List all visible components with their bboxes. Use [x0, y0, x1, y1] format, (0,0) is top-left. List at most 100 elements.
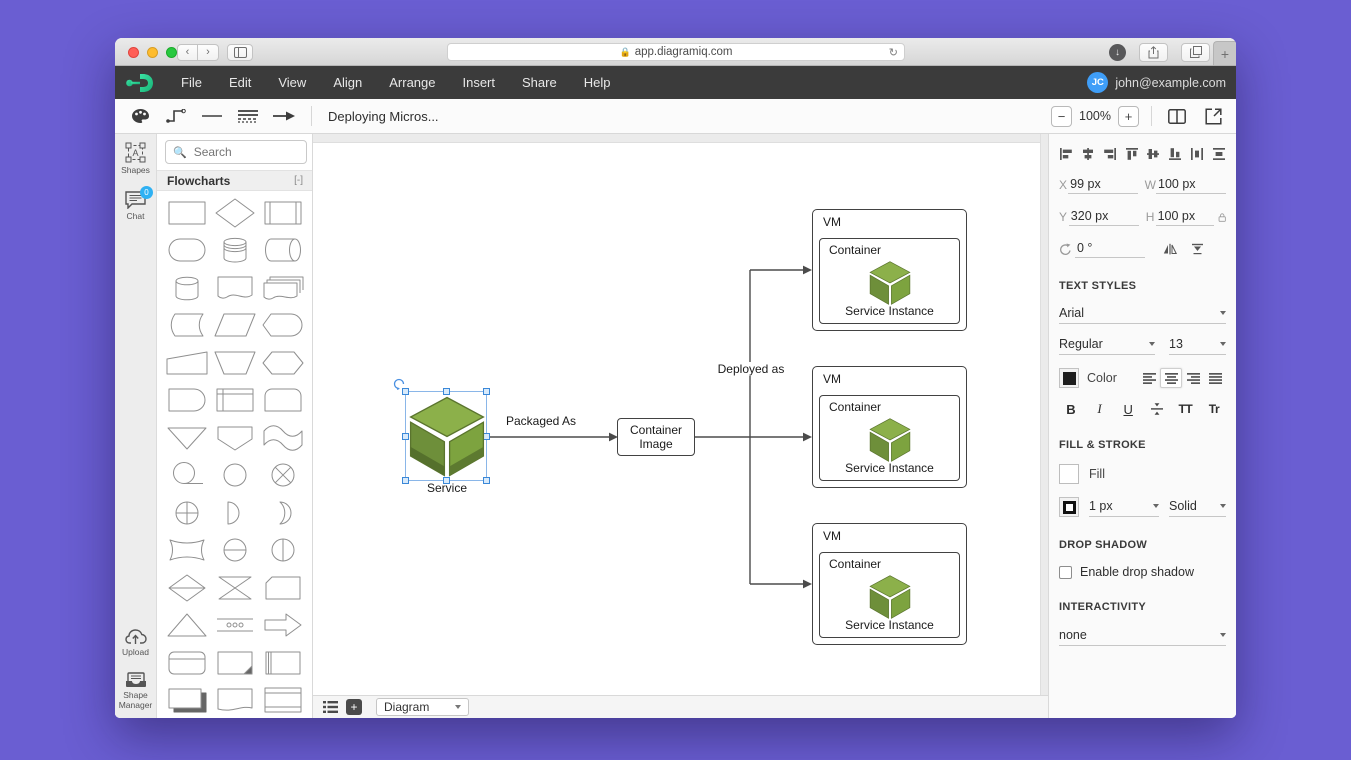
reload-icon[interactable]: ↻: [888, 46, 898, 59]
selection-box[interactable]: [402, 388, 490, 484]
shape-manual-input[interactable]: [163, 344, 211, 382]
shape-sequential-storage[interactable]: [163, 457, 211, 495]
shape-diamond[interactable]: [211, 194, 259, 232]
text-align-center-icon[interactable]: [1160, 368, 1182, 388]
lock-aspect-icon[interactable]: [1218, 211, 1226, 224]
app-logo-icon[interactable]: [125, 72, 157, 94]
downloads-button[interactable]: ↓: [1109, 43, 1126, 61]
shape-stored-data[interactable]: [163, 307, 211, 345]
text-align-justify-icon[interactable]: [1204, 368, 1226, 388]
new-tab-button[interactable]: +: [1213, 41, 1236, 66]
sidebar-toggle-button[interactable]: [227, 43, 253, 61]
shape-preparation[interactable]: [259, 344, 307, 382]
menu-edit[interactable]: Edit: [228, 75, 252, 90]
drop-shadow-checkbox[interactable]: [1059, 565, 1072, 579]
address-bar[interactable]: 🔒 app.diagramiq.com ↻: [447, 43, 905, 61]
shape-manager-button[interactable]: Shape Manager: [115, 671, 156, 710]
vertical-scrollbar[interactable]: [1040, 134, 1048, 695]
connector-style-icon[interactable]: [165, 105, 187, 127]
resize-handle[interactable]: [443, 388, 450, 395]
resize-handle[interactable]: [402, 388, 409, 395]
tabs-overview-button[interactable]: [1181, 42, 1210, 62]
shape-delay[interactable]: [163, 382, 211, 420]
resize-handle[interactable]: [402, 477, 409, 484]
shape-multi-document[interactable]: [259, 269, 307, 307]
shape-merge[interactable]: [163, 607, 211, 645]
zoom-out-button[interactable]: −: [1051, 105, 1072, 127]
zoom-level[interactable]: 100%: [1079, 109, 1111, 123]
shape-collate[interactable]: [211, 569, 259, 607]
collapse-toggle[interactable]: [-]: [294, 175, 303, 186]
line-style-icon[interactable]: [237, 105, 259, 127]
edge-label-deployed-as[interactable]: Deployed as: [712, 362, 790, 376]
shape-or-junction[interactable]: [163, 494, 211, 532]
shape-circle-divided-v[interactable]: [259, 532, 307, 570]
share-page-button[interactable]: [1139, 42, 1168, 62]
align-left-icon[interactable]: [1059, 147, 1073, 161]
shape-connector[interactable]: [211, 457, 259, 495]
document-title[interactable]: Deploying Micros...: [328, 108, 439, 124]
service-cube-icon[interactable]: [408, 396, 486, 477]
vm-node-2[interactable]: VM Container Service Instance: [812, 366, 967, 488]
menu-insert[interactable]: Insert: [462, 75, 495, 90]
shape-rectangle[interactable]: [163, 194, 211, 232]
shape-summing-junction[interactable]: [259, 457, 307, 495]
shape-paper-tape[interactable]: [259, 419, 307, 457]
avatar[interactable]: JC: [1087, 72, 1109, 93]
shape-card-rounded-top[interactable]: [259, 382, 307, 420]
container-node[interactable]: Container Service Instance: [819, 552, 960, 638]
menu-arrange[interactable]: Arrange: [389, 75, 436, 90]
bold-button[interactable]: B: [1066, 401, 1076, 417]
shape-arrow-right[interactable]: [259, 607, 307, 645]
fill-color-swatch[interactable]: [1059, 464, 1079, 484]
shape-extract[interactable]: [163, 419, 211, 457]
maximize-window-icon[interactable]: [166, 46, 177, 58]
section-flowcharts[interactable]: Flowcharts [-]: [157, 170, 312, 191]
menu-view[interactable]: View: [278, 75, 307, 90]
shape-internal-storage[interactable]: [211, 382, 259, 420]
shape-display[interactable]: [259, 307, 307, 345]
shape-off-page-connector[interactable]: [211, 419, 259, 457]
service-label[interactable]: Service: [426, 481, 467, 495]
horizontal-scrollbar[interactable]: [313, 134, 1040, 143]
style-palette-icon[interactable]: [129, 105, 151, 127]
menu-file[interactable]: File: [181, 75, 202, 90]
align-center-horizontal-icon[interactable]: [1081, 147, 1095, 161]
italic-button[interactable]: I: [1097, 401, 1102, 416]
shape-half-circle[interactable]: [211, 494, 259, 532]
vertical-align-icon[interactable]: [1145, 402, 1169, 416]
container-node[interactable]: Container Service Instance: [819, 395, 960, 481]
page-selector[interactable]: Diagram: [376, 698, 470, 716]
format-panel-toggle-icon[interactable]: [1166, 105, 1188, 127]
arrow-style-icon[interactable]: [273, 105, 295, 127]
distribute-horizontal-icon[interactable]: [1190, 147, 1204, 161]
uppercase-button[interactable]: TT: [1178, 402, 1193, 416]
capitalize-button[interactable]: Tr: [1208, 402, 1220, 416]
shape-database[interactable]: [211, 232, 259, 270]
text-align-right-icon[interactable]: [1182, 368, 1204, 388]
menu-help[interactable]: Help: [583, 75, 611, 90]
shape-manual-operation[interactable]: [211, 344, 259, 382]
shape-diamond-divided[interactable]: [163, 569, 211, 607]
shape-card[interactable]: [259, 569, 307, 607]
line-icon[interactable]: [201, 105, 223, 127]
container-image-node[interactable]: Container Image: [617, 418, 695, 456]
shape-curled-document[interactable]: [211, 682, 259, 719]
x-input[interactable]: [1068, 176, 1139, 194]
shape-parallelogram[interactable]: [211, 307, 259, 345]
align-middle-vertical-icon[interactable]: [1146, 147, 1160, 161]
menu-share[interactable]: Share: [522, 75, 557, 90]
shape-card-stripe[interactable]: [163, 644, 211, 682]
back-button[interactable]: ‹: [177, 43, 198, 61]
forward-button[interactable]: ›: [198, 43, 219, 61]
rotation-input[interactable]: [1075, 240, 1145, 258]
stroke-color-swatch[interactable]: [1059, 497, 1079, 517]
minimize-window-icon[interactable]: [147, 46, 158, 58]
shape-concave-square[interactable]: [163, 532, 211, 570]
distribute-vertical-icon[interactable]: [1212, 147, 1226, 161]
shape-predefined-process[interactable]: [259, 194, 307, 232]
shape-terminator[interactable]: [163, 232, 211, 270]
sidebar-item-shapes[interactable]: A Shapes: [121, 142, 150, 175]
width-input[interactable]: [1156, 176, 1226, 194]
resize-handle[interactable]: [443, 477, 450, 484]
